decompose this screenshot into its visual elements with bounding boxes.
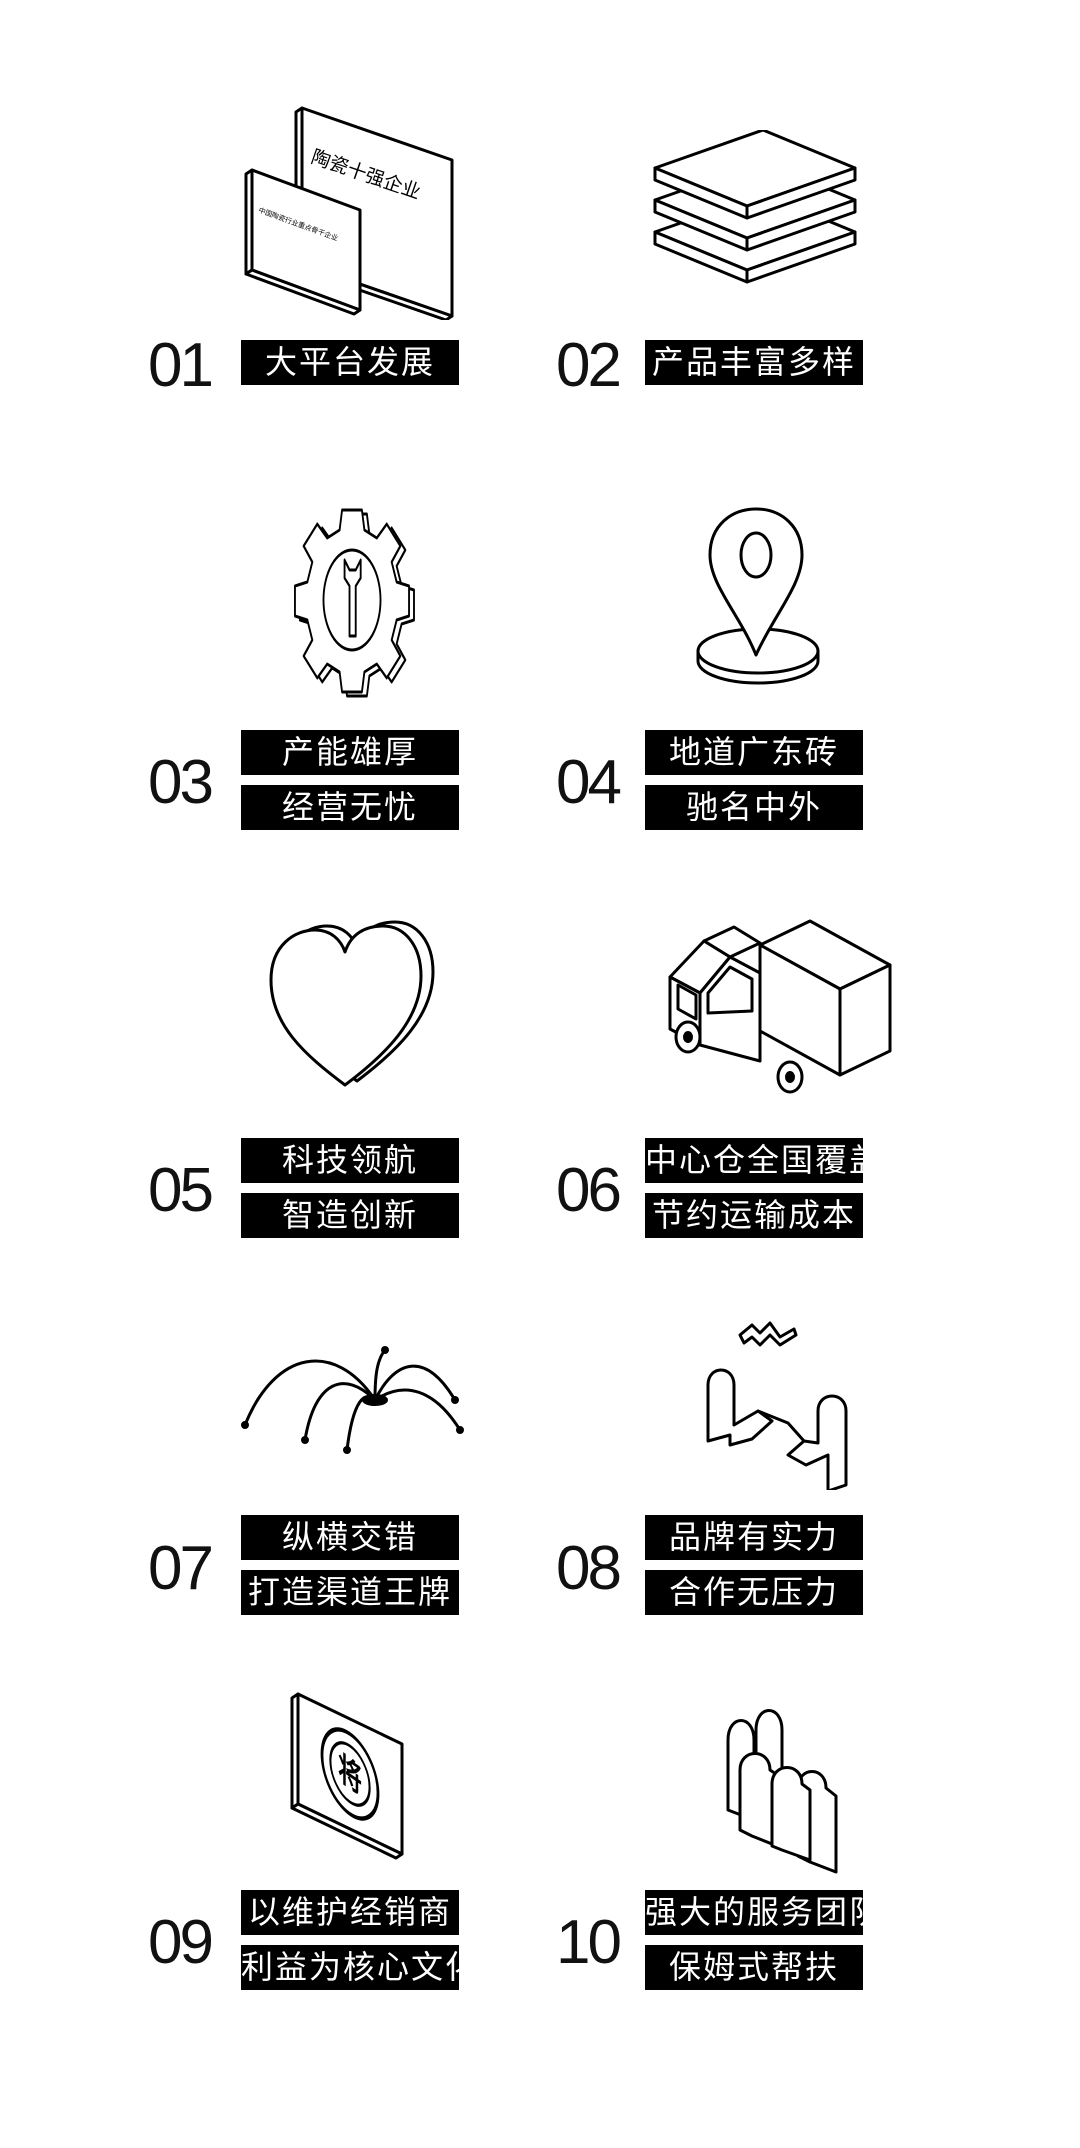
item-number: 01 [148,331,214,400]
item-label-line2: 智造创新 [241,1193,459,1238]
item-number: 06 [556,1156,622,1225]
item-label-line2: 打造渠道王牌 [241,1570,459,1615]
item-label-line1: 地道广东砖 [645,730,863,775]
item-number: 10 [556,1908,622,1977]
item-number: 03 [148,748,214,817]
item-label-line2: 合作无压力 [645,1570,863,1615]
item-number: 02 [556,331,622,400]
brand-logo-icon: 将 [290,1692,404,1860]
item-label-line1: 大平台发展 [241,340,459,385]
tile-stack-icon [653,130,857,284]
item-label-line2: 节约运输成本 [645,1193,863,1238]
network-arcs-icon [241,1346,464,1454]
logo-character: 将 [338,1748,362,1803]
item-label-line2: 驰名中外 [645,785,863,830]
item-label-line1: 产品丰富多样 [645,340,863,385]
item-label-line1: 产能雄厚 [241,730,459,775]
location-pin-icon [696,507,820,685]
plaque-icon: 陶瓷十强企业 中国陶瓷行业重点骨干企业 [244,106,454,320]
team-people-icon [726,1709,838,1874]
item-label-line1: 中心仓全国覆盖 [645,1138,863,1183]
item-number: 07 [148,1534,214,1603]
item-number: 05 [148,1156,214,1225]
heart-icon [269,920,435,1087]
item-label-line1: 品牌有实力 [645,1515,863,1560]
handshake-icon [706,1321,848,1490]
truck-icon [668,919,892,1094]
item-label-line1: 纵横交错 [241,1515,459,1560]
item-label-line2: 利益为核心文化 [241,1945,459,1990]
gear-wrench-icon [294,508,415,698]
item-number: 04 [556,748,622,817]
item-number: 08 [556,1534,622,1603]
item-label-line2: 保姆式帮扶 [645,1945,863,1990]
item-number: 09 [148,1908,214,1977]
item-label-line2: 经营无忧 [241,785,459,830]
item-label-line1: 以维护经销商 [241,1890,459,1935]
item-label-line1: 强大的服务团队 [645,1890,863,1935]
item-label-line1: 科技领航 [241,1138,459,1183]
